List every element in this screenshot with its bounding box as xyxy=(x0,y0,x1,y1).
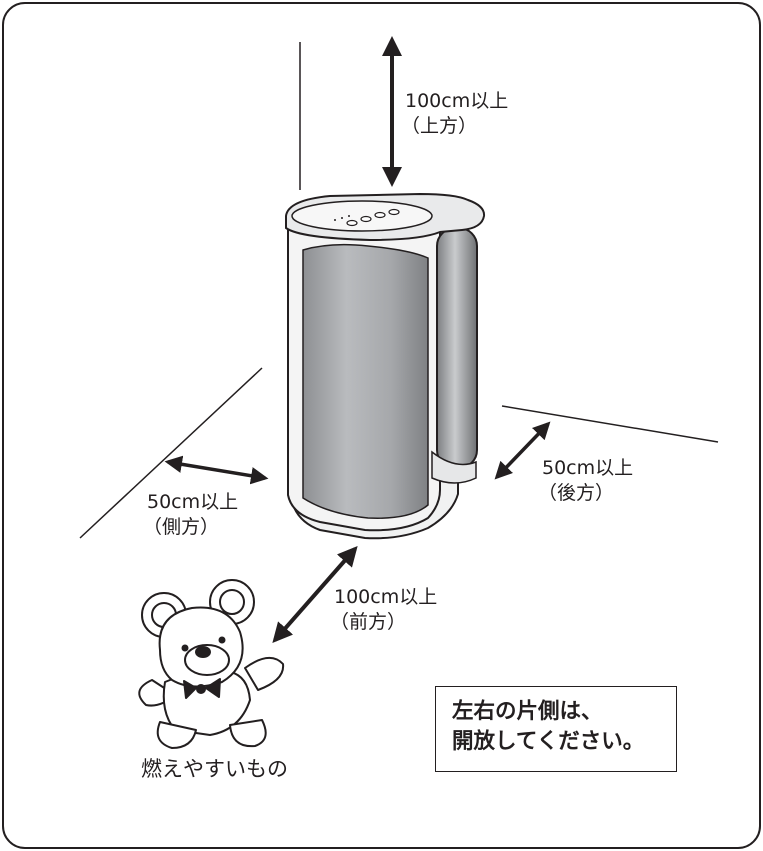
side-clearance-arrow xyxy=(164,455,269,485)
note-line-2: 開放してください。 xyxy=(452,729,645,754)
front-clearance-distance: 100cm以上 xyxy=(334,586,438,608)
front-clearance-arrow xyxy=(272,545,358,644)
back-wall-line xyxy=(501,405,719,443)
side-clearance-direction: （側方） xyxy=(143,516,220,538)
side-clearance-distance: 50cm以上 xyxy=(147,491,239,513)
note-line-1: 左右の片側は、 xyxy=(452,699,603,724)
flammable-object-label: 燃えやすいもの xyxy=(141,757,288,781)
top-clearance-direction: （上方） xyxy=(401,115,478,137)
side-clearance-label: 50cm以上 （側方） xyxy=(143,490,239,540)
heater-unit xyxy=(285,192,486,540)
front-clearance-label: 100cm以上 （前方） xyxy=(330,585,438,635)
back-clearance-distance: 50cm以上 xyxy=(542,457,634,479)
back-clearance-arrow xyxy=(494,421,551,480)
back-clearance-direction: （後方） xyxy=(538,482,615,504)
teddy-bear-icon xyxy=(138,579,285,749)
side-wall-line xyxy=(79,367,263,539)
back-clearance-label: 50cm以上 （後方） xyxy=(538,456,634,506)
top-clearance-distance: 100cm以上 xyxy=(405,90,509,112)
front-clearance-direction: （前方） xyxy=(330,611,407,633)
open-side-note-box: 左右の片側は、 開放してください。 xyxy=(435,686,677,772)
top-clearance-label: 100cm以上 （上方） xyxy=(401,89,509,139)
